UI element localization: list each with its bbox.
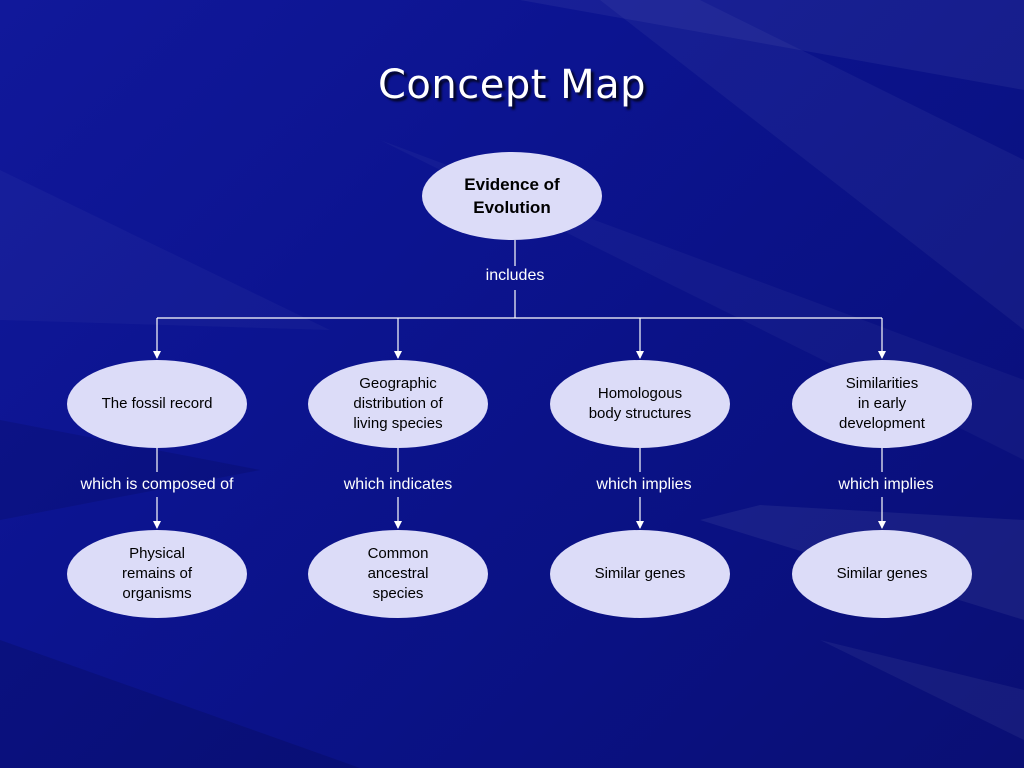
leaf-node-common-ancestral-species: Common ancestral species <box>308 530 488 618</box>
page-title: Concept Map <box>377 62 647 108</box>
branch-link-label-2: which indicates <box>343 476 453 493</box>
root-link-label: includes <box>485 267 545 284</box>
branch-node-early-development: Similarities in early development <box>792 360 972 448</box>
leaf-node-physical-remains: Physical remains of organisms <box>67 530 247 618</box>
branch-link-label-1: which is composed of <box>80 476 234 493</box>
branch-node-fossil-record: The fossil record <box>67 360 247 448</box>
branch-link-label-3: which implies <box>596 476 692 493</box>
root-node: Evidence of Evolution <box>422 152 602 240</box>
leaf-node-similar-genes-2: Similar genes <box>792 530 972 618</box>
branch-node-geographic-distribution: Geographic distribution of living specie… <box>308 360 488 448</box>
branch-link-label-4: which implies <box>838 476 934 493</box>
branch-node-homologous-structures: Homologous body structures <box>550 360 730 448</box>
leaf-node-similar-genes-1: Similar genes <box>550 530 730 618</box>
